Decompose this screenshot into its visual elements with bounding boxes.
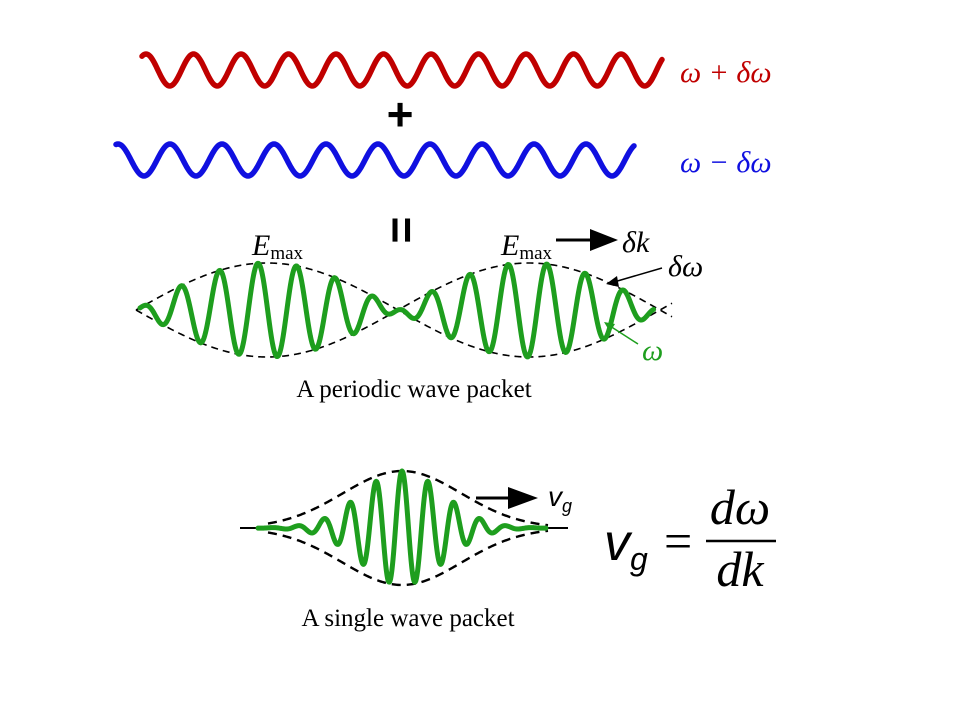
wave-omega-minus-delta-omega [113,141,637,179]
label-omega-plus: ω + δω [680,56,772,89]
vg-arrow-label: vg [548,481,572,516]
emax-label-left: Emax [251,229,304,264]
omega-pointer [604,322,639,345]
group-velocity-formula: vg = dω dk [604,479,776,597]
wave-omega-plus-delta-omega [139,51,665,89]
omega-label: ω [642,334,663,367]
equals-sign: = [376,217,428,244]
plus-sign: + [387,88,414,140]
delta-k-label: δk [622,226,650,259]
label-omega-minus: ω − δω [680,146,772,179]
periodic-envelope-upper [135,262,673,311]
single-envelope-lower [267,529,549,587]
formula-lhs: vg [604,514,648,577]
single-caption: A single wave packet [301,605,514,632]
delta-omega-pointer [606,267,663,287]
single-wave-packet [255,468,549,585]
periodic-wave-packet [137,260,657,360]
single-envelope-upper [267,469,549,527]
periodic-envelope-lower [135,309,673,358]
delta-omega-label: δω [668,250,703,283]
formula-denominator: dk [716,541,764,597]
formula-numerator: dω [710,479,770,535]
formula-equals: = [664,513,692,569]
delta-k-arrow [556,229,618,251]
group-velocity-arrow [476,487,538,509]
emax-label-right: Emax [500,229,553,264]
periodic-caption: A periodic wave packet [296,376,531,403]
